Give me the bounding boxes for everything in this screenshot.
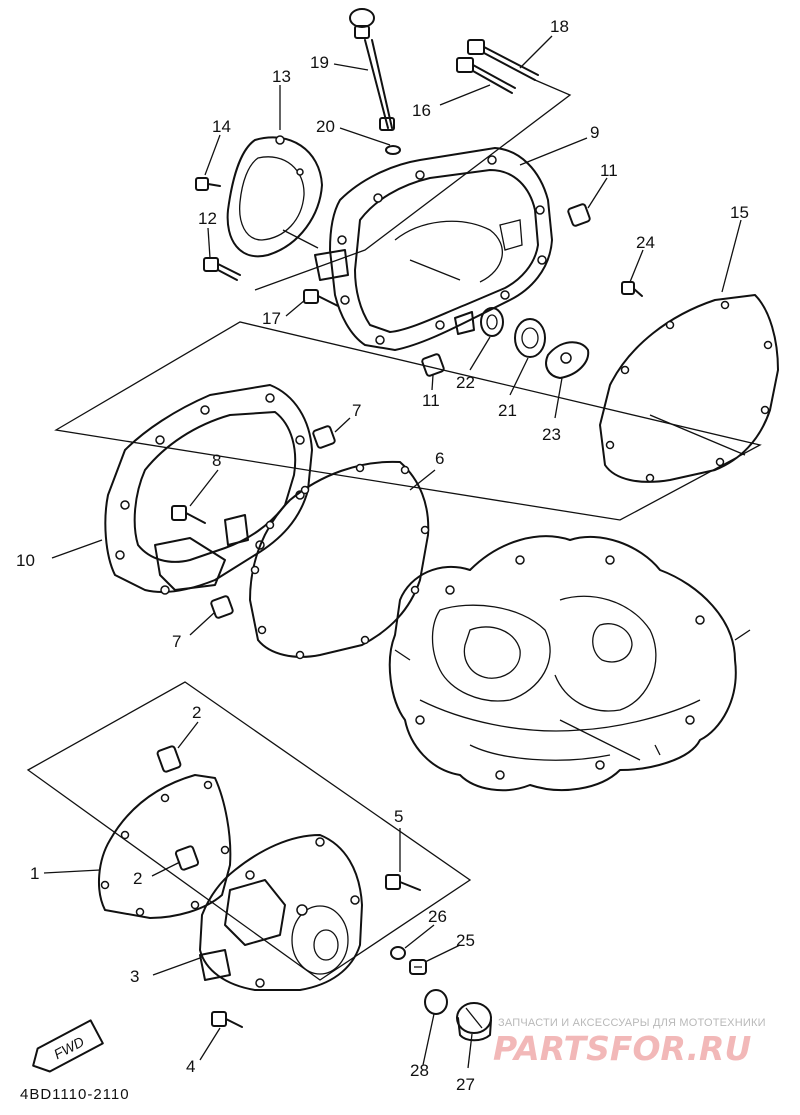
- crankcase: [388, 535, 751, 792]
- callout-7: 7: [352, 401, 361, 420]
- part-2-dowel-upper: [156, 745, 182, 773]
- callout-12: 12: [198, 209, 217, 228]
- part-20-o-ring: [385, 145, 401, 155]
- callout-5: 5: [394, 807, 403, 826]
- part-22-seal: [480, 307, 504, 337]
- callout-1: 1: [30, 864, 39, 883]
- part-8-bolt: [171, 505, 206, 524]
- part-7-dowel-upper: [312, 425, 336, 449]
- part-12-bolt: [203, 257, 241, 281]
- part-7-dowel-lower: [210, 595, 234, 619]
- drawing-code: 4BD1110-2110: [20, 1086, 130, 1103]
- callout-9: 9: [590, 123, 599, 142]
- callout-21: 21: [498, 401, 517, 420]
- part-25-plug: [409, 959, 427, 975]
- callout-17: 17: [262, 309, 281, 328]
- callout-26: 26: [428, 907, 447, 926]
- lower-plane-outline: [26, 681, 472, 981]
- callout-20: 20: [316, 117, 335, 136]
- leader-lines: [43, 35, 742, 1069]
- callout-3: 3: [130, 967, 139, 986]
- part-4-bolt: [211, 1011, 243, 1028]
- callout-6: 6: [435, 449, 444, 468]
- part-11-dowel-upper: [567, 203, 591, 227]
- part-16-bolt: [456, 57, 516, 94]
- part-6-gasket: [249, 460, 430, 660]
- part-19-dipstick: [349, 8, 395, 131]
- callouts: 1 2 2 3 4 5 6 7 7 8 9 10 11 11 12 13 14 …: [16, 17, 749, 1094]
- callout-15: 15: [730, 203, 749, 222]
- callout-22: 22: [456, 373, 475, 392]
- upper-plane-outline: [54, 321, 762, 521]
- watermark-caption: ЗАПЧАСТИ И АКСЕССУАРЫ ДЛЯ МОТОТЕХНИКИ: [498, 1017, 766, 1029]
- part-17-bolt: [303, 289, 339, 307]
- callout-16: 16: [412, 101, 431, 120]
- callout-25: 25: [456, 931, 475, 950]
- callout-23: 23: [542, 425, 561, 444]
- part-21-bearing: [514, 318, 546, 358]
- part-26-o-ring: [390, 946, 406, 960]
- callout-18: 18: [550, 17, 569, 36]
- part-24-bolt: [621, 281, 643, 297]
- callout-2b: 2: [133, 869, 142, 888]
- part-10-clutch-cover: [104, 384, 313, 595]
- watermark-logo: PARTSFOR.RU: [493, 1029, 751, 1068]
- part-11-dowel-lower: [421, 353, 445, 377]
- part-3-generator-cover: [199, 834, 363, 991]
- callout-7b: 7: [172, 632, 181, 651]
- part-9-crankcase-cover: [314, 147, 553, 351]
- callout-24: 24: [636, 233, 655, 252]
- callout-13: 13: [272, 67, 291, 86]
- callout-11b: 11: [422, 391, 440, 410]
- callout-19: 19: [310, 53, 329, 72]
- part-27-filler-cap: [456, 1002, 492, 1042]
- part-18-bolt: [467, 39, 539, 81]
- callout-2: 2: [192, 703, 201, 722]
- part-14-bolt: [195, 177, 221, 191]
- callout-27: 27: [456, 1075, 475, 1094]
- part-2-dowel-lower: [174, 845, 200, 871]
- part-23-gasket-small: [545, 341, 590, 379]
- callout-28: 28: [410, 1061, 429, 1080]
- callout-14: 14: [212, 117, 231, 136]
- callout-8: 8: [212, 451, 221, 470]
- callout-10: 10: [16, 551, 35, 570]
- part-5-bolt: [385, 874, 421, 891]
- fwd-arrow: FWD: [32, 1019, 104, 1073]
- part-1-gasket: [98, 774, 232, 919]
- watermark: ЗАПЧАСТИ И АКСЕССУАРЫ ДЛЯ МОТОТЕХНИКИ PA…: [493, 1017, 766, 1068]
- callout-11: 11: [600, 161, 618, 180]
- part-13-cover-plate: [226, 135, 323, 258]
- part-15-gasket: [599, 294, 779, 483]
- part-28-o-ring: [424, 989, 448, 1015]
- callout-4: 4: [186, 1057, 195, 1076]
